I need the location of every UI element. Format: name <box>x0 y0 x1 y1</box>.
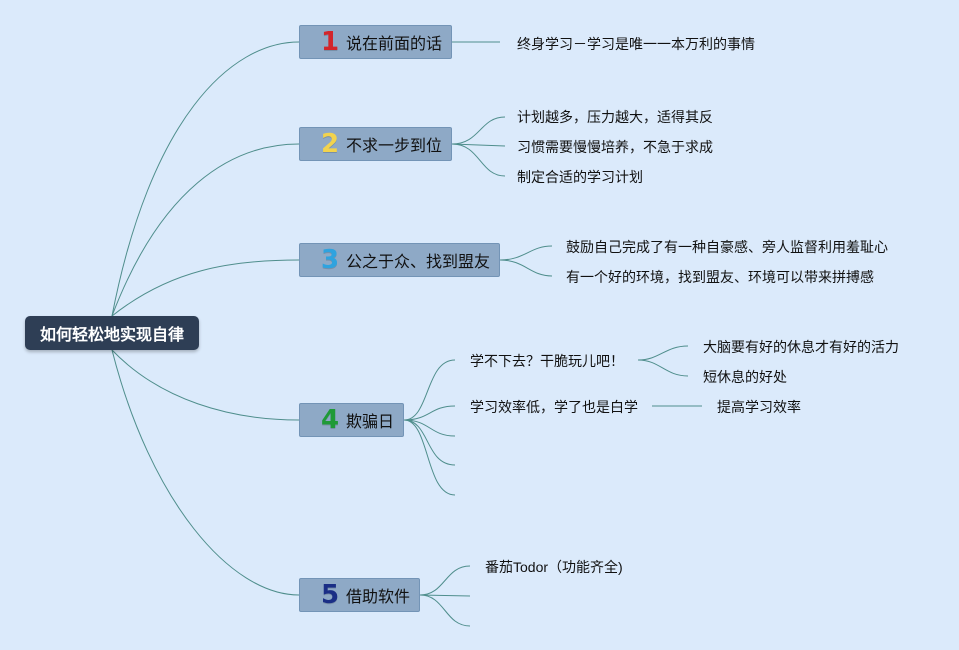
connector-b4-c1 <box>403 359 456 421</box>
root-node[interactable]: 如何轻松地实现自律 <box>25 316 199 350</box>
connector-b4-c1-g2 <box>637 359 689 377</box>
number-1-icon: 1 <box>320 27 340 57</box>
connector-b3-c2 <box>499 259 553 277</box>
leaf-b4-2[interactable]: 学习效率低，学了也是白学 <box>470 399 638 415</box>
leaf-b1-1[interactable]: 终身学习－学习是唯一一本万利的事情 <box>517 36 755 52</box>
leaf-b4-1-2[interactable]: 短休息的好处 <box>703 369 787 385</box>
branch-node-1[interactable]: 1 说在前面的话 <box>299 25 452 59</box>
connector-root-branch-1 <box>111 41 300 317</box>
connector-b4-c5 <box>403 419 456 496</box>
leaf-b2-3[interactable]: 制定合适的学习计划 <box>517 169 643 185</box>
number-5-icon: 5 <box>320 580 340 610</box>
connector-root-branch-2 <box>111 143 300 317</box>
connector-b5-c3 <box>419 594 471 627</box>
number-3-icon: 3 <box>320 245 340 275</box>
connector-b5-c2 <box>419 594 471 597</box>
connector-b2-c3 <box>451 143 506 177</box>
connector-root-branch-3 <box>111 259 300 317</box>
branch-node-4[interactable]: 4 欺骗日 <box>299 403 404 437</box>
connector-b2-c1 <box>451 116 506 145</box>
connector-b4-c1-g1 <box>637 345 689 361</box>
leaf-b2-2[interactable]: 习惯需要慢慢培养，不急于求成 <box>517 139 713 155</box>
connector-b4-c3 <box>403 419 456 437</box>
connector-b3-c1 <box>499 245 553 261</box>
connector-b2-c2 <box>451 143 506 147</box>
connector-b4-c4 <box>403 419 456 466</box>
branch-node-3[interactable]: 3 公之于众、找到盟友 <box>299 243 500 277</box>
branch-node-2[interactable]: 2 不求一步到位 <box>299 127 452 161</box>
root-label: 如何轻松地实现自律 <box>39 327 184 344</box>
connector-b4-c2 <box>403 405 456 421</box>
leaf-b4-1[interactable]: 学不下去？干脆玩儿吧！ <box>470 353 624 369</box>
connector-b5-c1 <box>419 565 471 596</box>
connector-root-branch-4 <box>111 349 300 421</box>
branch-label-3: 公之于众、找到盟友 <box>346 254 491 271</box>
branch-label-1: 说在前面的话 <box>346 36 443 53</box>
number-2-icon: 2 <box>320 129 340 159</box>
leaf-b5-1[interactable]: 番茄Todor（功能齐全) <box>485 559 623 575</box>
branch-node-5[interactable]: 5 借助软件 <box>299 578 420 612</box>
connector-root-branch-5 <box>111 349 300 596</box>
leaf-b4-1-1[interactable]: 大脑要有好的休息才有好的活力 <box>703 339 899 355</box>
leaf-b4-2-1[interactable]: 提高学习效率 <box>717 399 801 415</box>
branch-label-5: 借助软件 <box>346 589 411 606</box>
leaf-b3-1[interactable]: 鼓励自己完成了有一种自豪感、旁人监督利用羞耻心 <box>566 239 888 255</box>
number-4-icon: 4 <box>320 405 340 435</box>
leaf-b2-1[interactable]: 计划越多，压力越大，适得其反 <box>517 109 713 125</box>
leaf-b3-2[interactable]: 有一个好的环境，找到盟友、环境可以带来拼搏感 <box>566 269 874 285</box>
branch-label-4: 欺骗日 <box>346 414 395 431</box>
branch-label-2: 不求一步到位 <box>346 138 443 155</box>
